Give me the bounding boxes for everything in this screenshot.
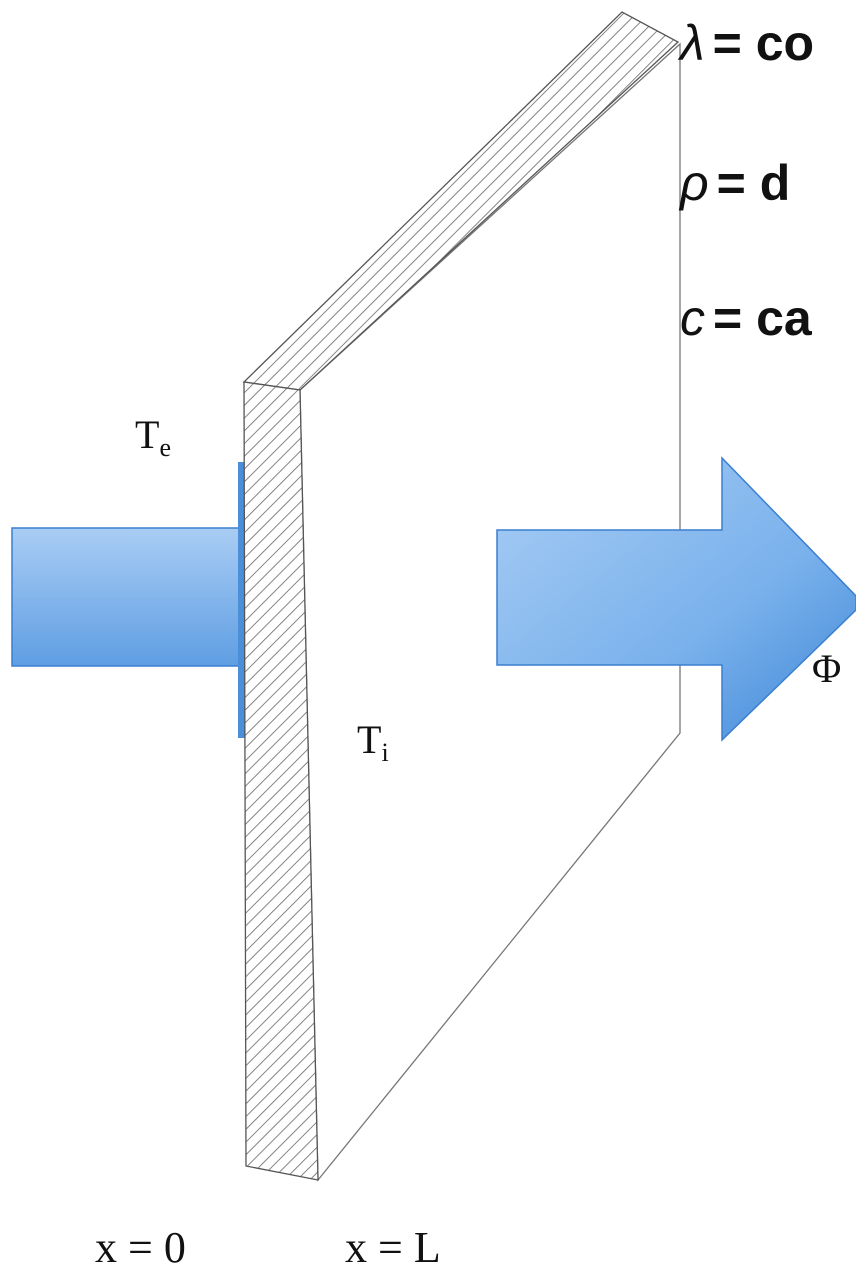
- property-heat-capacity: c= ca: [680, 290, 813, 346]
- x-zero-label: x = 0: [95, 1223, 186, 1269]
- incoming-heat-arrow: [11, 527, 249, 667]
- exterior-temperature-label: Te: [135, 412, 171, 462]
- property-density: ρ= d: [678, 155, 790, 211]
- heat-flux-symbol: Φ: [812, 646, 841, 691]
- property-conductivity: λ= co: [677, 15, 814, 71]
- wall-cross-section: [243, 381, 319, 1181]
- x-length-label: x = L: [345, 1223, 441, 1269]
- exterior-surface-strip: [238, 462, 247, 738]
- outgoing-heat-flux-arrow: [496, 456, 856, 742]
- interior-temperature-label: Ti: [357, 717, 389, 767]
